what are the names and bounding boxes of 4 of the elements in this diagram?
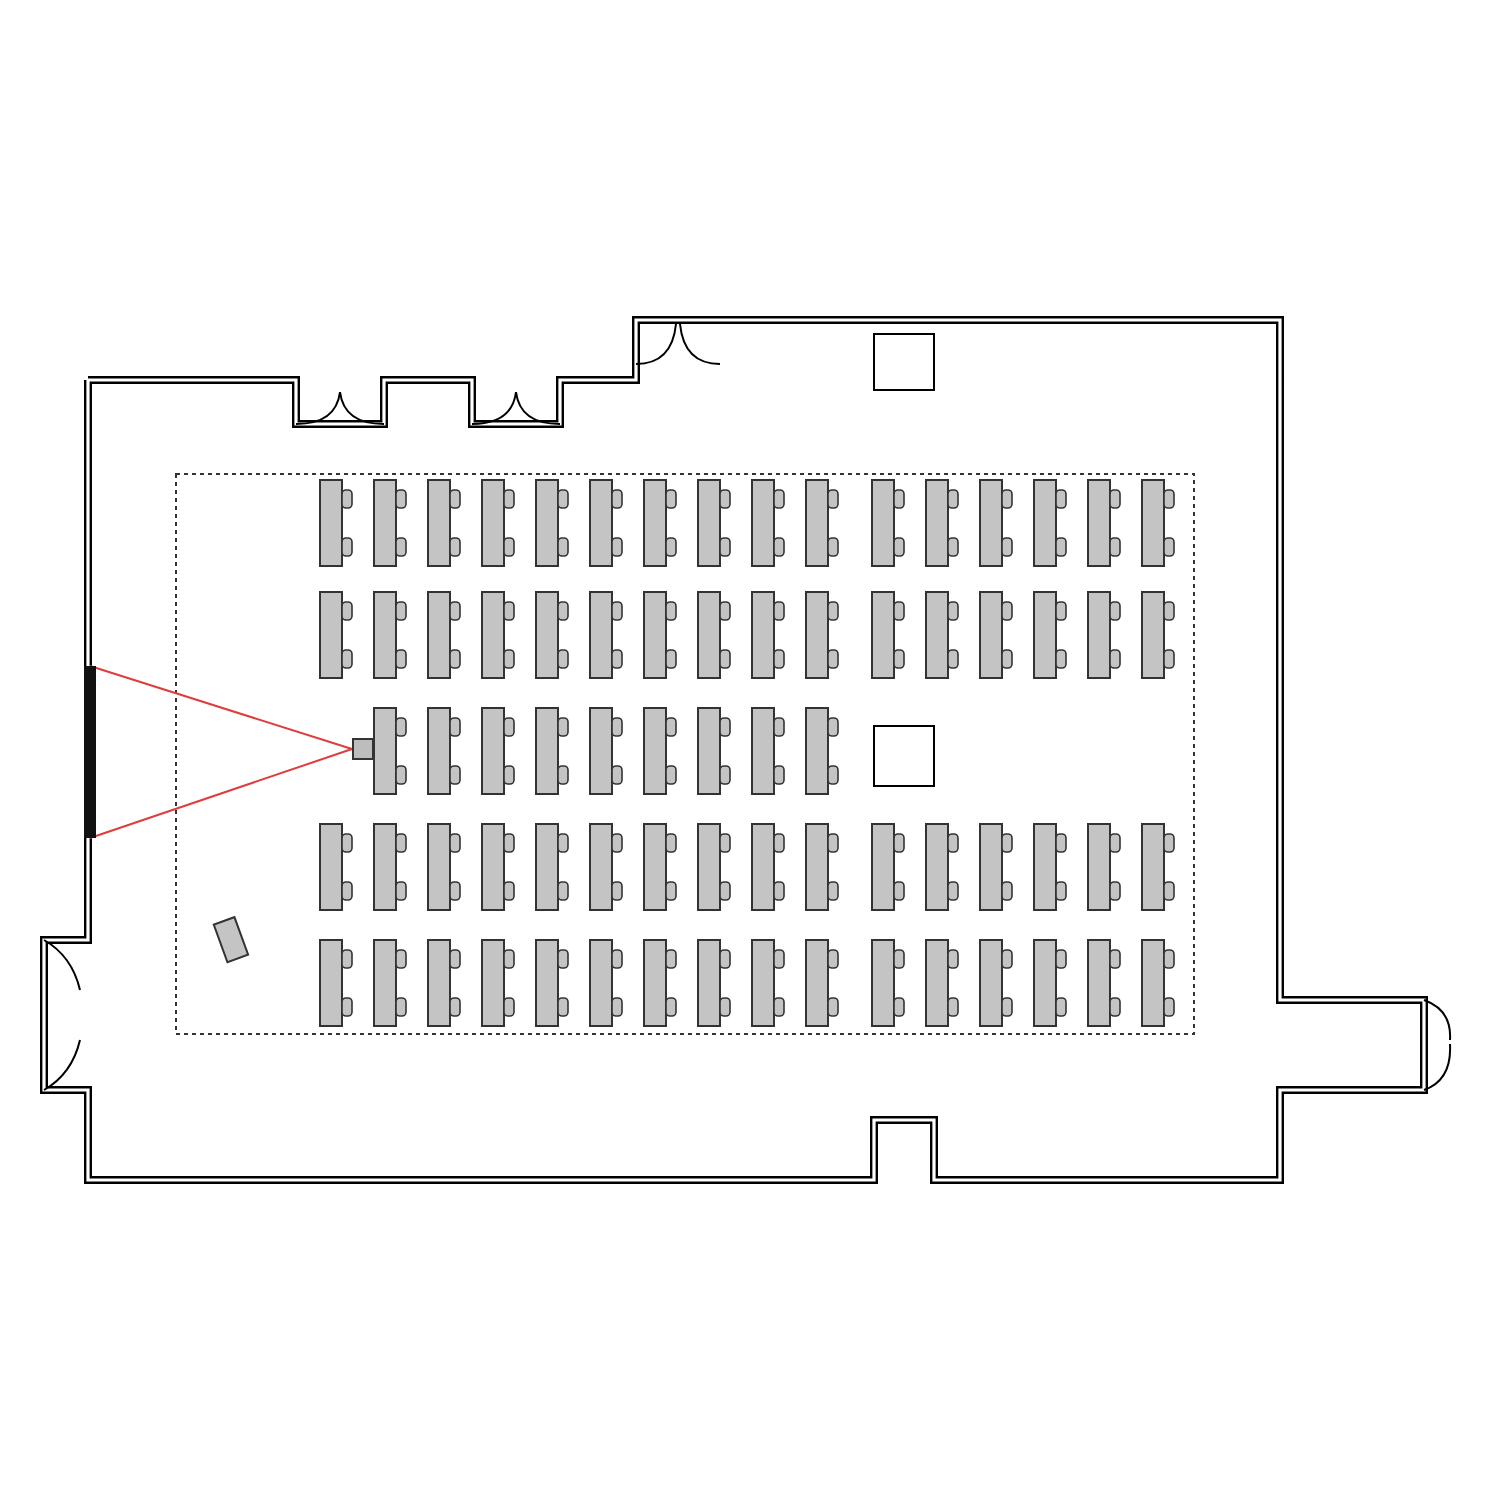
projector: [352, 738, 374, 760]
projection-line: [89, 748, 353, 839]
projection-line: [89, 665, 353, 750]
projection-screen: [84, 666, 96, 838]
